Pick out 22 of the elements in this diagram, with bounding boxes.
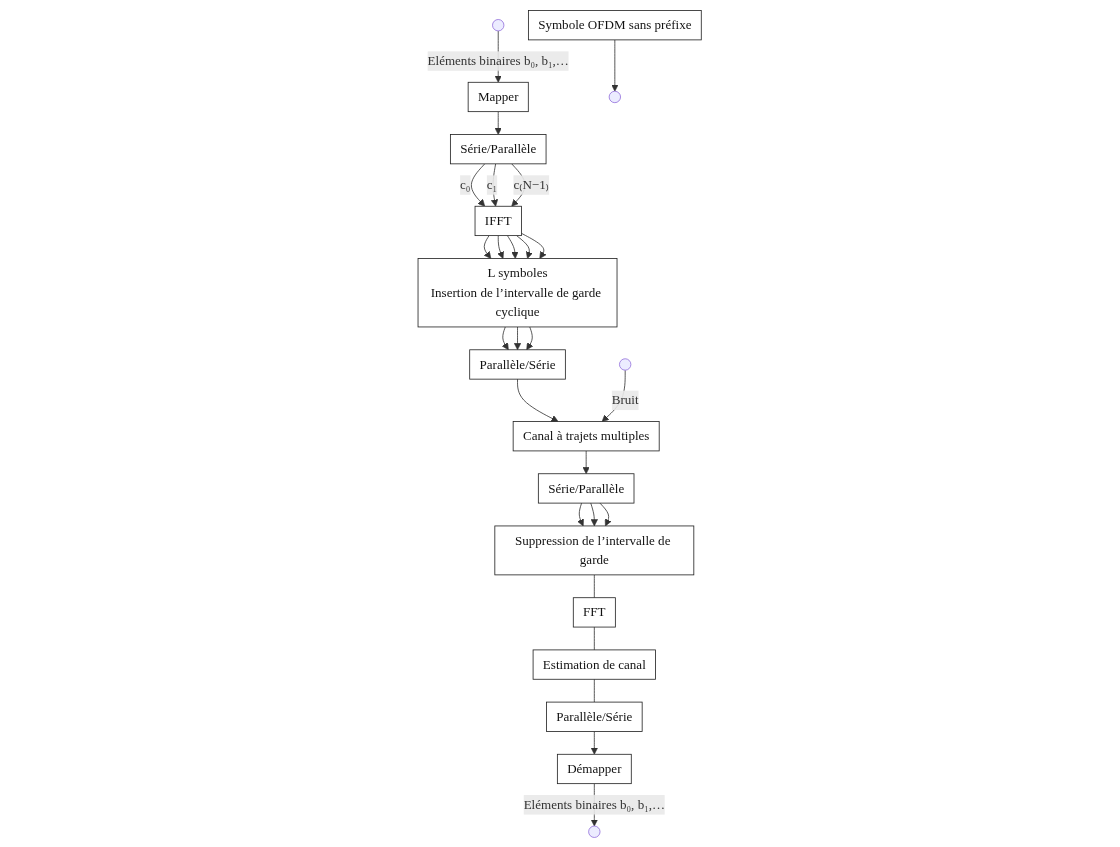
node-box: Parallèle/Série (546, 701, 643, 732)
edge-label: c₀ (460, 177, 471, 192)
edge-label: Eléments binaires b₀, b₁,… (427, 53, 570, 68)
node-box: FFT (573, 596, 617, 627)
edge-label: Bruit (612, 392, 639, 407)
node-box: Suppression de l’intervalle de garde (494, 525, 695, 575)
node-box: Série/Parallèle (450, 133, 547, 164)
node-box: Parallèle/Série (469, 348, 567, 380)
node-box: L symboles Insertion de l’intervalle de garde cyclique (417, 257, 618, 327)
edge-label: Eléments binaires b₀, b₁,… (523, 797, 666, 811)
connector (594, 678, 596, 702)
edge-label: c₁ (487, 177, 498, 192)
node-box: Série/Parallèle (538, 472, 635, 504)
connector (594, 573, 596, 598)
node-box: IFFT (474, 205, 523, 236)
node-box: Canal à trajets multiples (513, 420, 660, 451)
connector (594, 626, 596, 650)
edge-label: c₍N−1₎ (513, 177, 550, 192)
node-box: Mapper (468, 81, 530, 112)
node-box: Symbole OFDM sans préfixe (528, 9, 703, 40)
node-box: Démapper (557, 753, 633, 784)
node-box: Estimation de canal (533, 649, 657, 680)
